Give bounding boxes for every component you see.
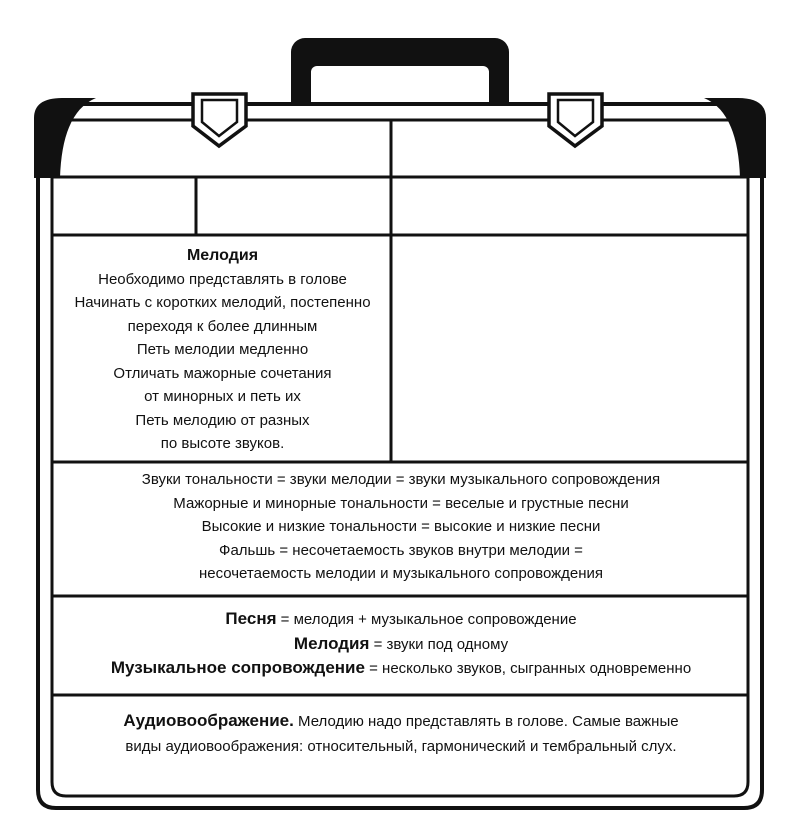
equivalence-line: несочетаемость мелодии и музыкального со… [198,565,604,582]
definition-text: = звуки под одному [369,635,509,653]
equivalences-section: Звуки тональности = звуки мелодии = звук… [56,468,746,586]
melody-line: Петь мелодию от разных [135,411,310,429]
grid-lines [52,120,748,697]
audio-imagination-line-2: виды аудиовоображения: относительный, га… [125,738,677,755]
definitions-section: Песня = мелодия + музыкальное сопровожде… [56,607,746,681]
corner-cap-right [704,98,766,178]
melody-line: Петь мелодии медленно [136,341,309,358]
definition-term: Музыкальное сопровождение [110,658,365,677]
definition-accompaniment: Музыкальное сопровождение = несколько зв… [56,656,746,681]
audio-imagination-section: Аудиовоображение. Мелодию надо представл… [56,708,746,759]
equivalence-line: Фальшь = несочетаемость звуков внутри ме… [219,541,583,559]
corner-cap-left [34,98,96,178]
definition-melody: Мелодия = звуки под одному [56,632,746,657]
definition-term: Мелодия [293,633,370,653]
clasp-right-inner [556,98,595,138]
audio-imagination-text: Мелодию надо представлять в голове. Самы… [293,713,679,730]
definition-text: = мелодия + музыкальное сопровождение [276,611,577,628]
melody-line: по высоте звуков. [160,435,285,452]
clasp-left [191,92,248,149]
audio-imagination-term: Аудиовоображение. [123,711,294,730]
briefcase-inner-frame [50,118,750,798]
equivalence-line: Мажорные и минорные тональности = веселы… [173,494,629,512]
equivalence-line: Звуки тональности = звуки мелодии = звук… [141,471,661,488]
clasp-left-inner [200,98,239,138]
equivalence-line: Высокие и низкие тональности = высокие и… [201,518,601,535]
clasp-right [547,92,604,149]
melody-section: Мелодия Необходимо представлять в голове… [56,244,389,456]
melody-line: Отличать мажорные сочетания [113,364,332,382]
melody-line: от минорных и петь их [144,388,301,405]
briefcase-body-outline [36,102,764,810]
melody-line: Необходимо представлять в голове [98,270,347,288]
melody-line: Начинать с коротких мелодий, постепенно [74,294,371,311]
audio-imagination-line-1: Аудиовоображение. Мелодию надо представл… [56,708,746,734]
definition-text: = несколько звуков, сыгранных одновремен… [364,660,692,677]
melody-line: переходя к более длинным [127,317,318,335]
definition-song: Песня = мелодия + музыкальное сопровожде… [56,607,746,632]
melody-title: Мелодия [186,247,259,264]
definition-term: Песня [225,609,277,628]
